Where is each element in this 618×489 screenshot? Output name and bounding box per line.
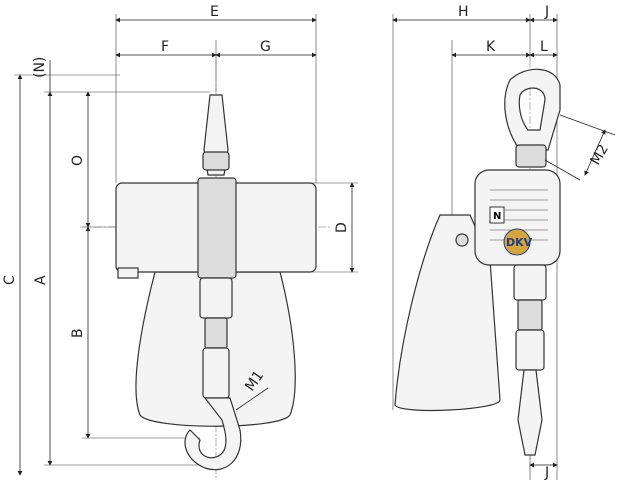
- dim-F: F: [161, 39, 169, 55]
- dim-C: C: [2, 275, 18, 285]
- dim-E: E: [210, 4, 219, 20]
- dim-L: L: [540, 39, 548, 55]
- dim-B: B: [70, 328, 86, 338]
- dim-D: D: [334, 222, 350, 233]
- dim-O: O: [70, 155, 86, 166]
- side-view: N DKV H J K L M2 J: [392, 4, 616, 481]
- front-view: E F G C A (N) O B D M1: [2, 4, 358, 480]
- model-plate: N: [493, 211, 501, 222]
- bottom-hook: [184, 397, 242, 471]
- dkv-logo: [503, 228, 531, 256]
- dim-J-top: J: [544, 4, 549, 20]
- dim-A: A: [33, 275, 49, 285]
- dim-M2: M2: [588, 142, 612, 168]
- dim-N: (N): [32, 57, 48, 78]
- dim-H: H: [458, 4, 469, 20]
- side-bottom-hook: [517, 369, 543, 456]
- dkv-logo-text: DKV: [506, 236, 533, 249]
- side-top-hook: [504, 68, 561, 151]
- dim-K: K: [486, 39, 496, 55]
- dim-J-bottom: J: [544, 465, 549, 481]
- dim-G: G: [260, 39, 271, 55]
- side-pendant-housing: [394, 214, 501, 412]
